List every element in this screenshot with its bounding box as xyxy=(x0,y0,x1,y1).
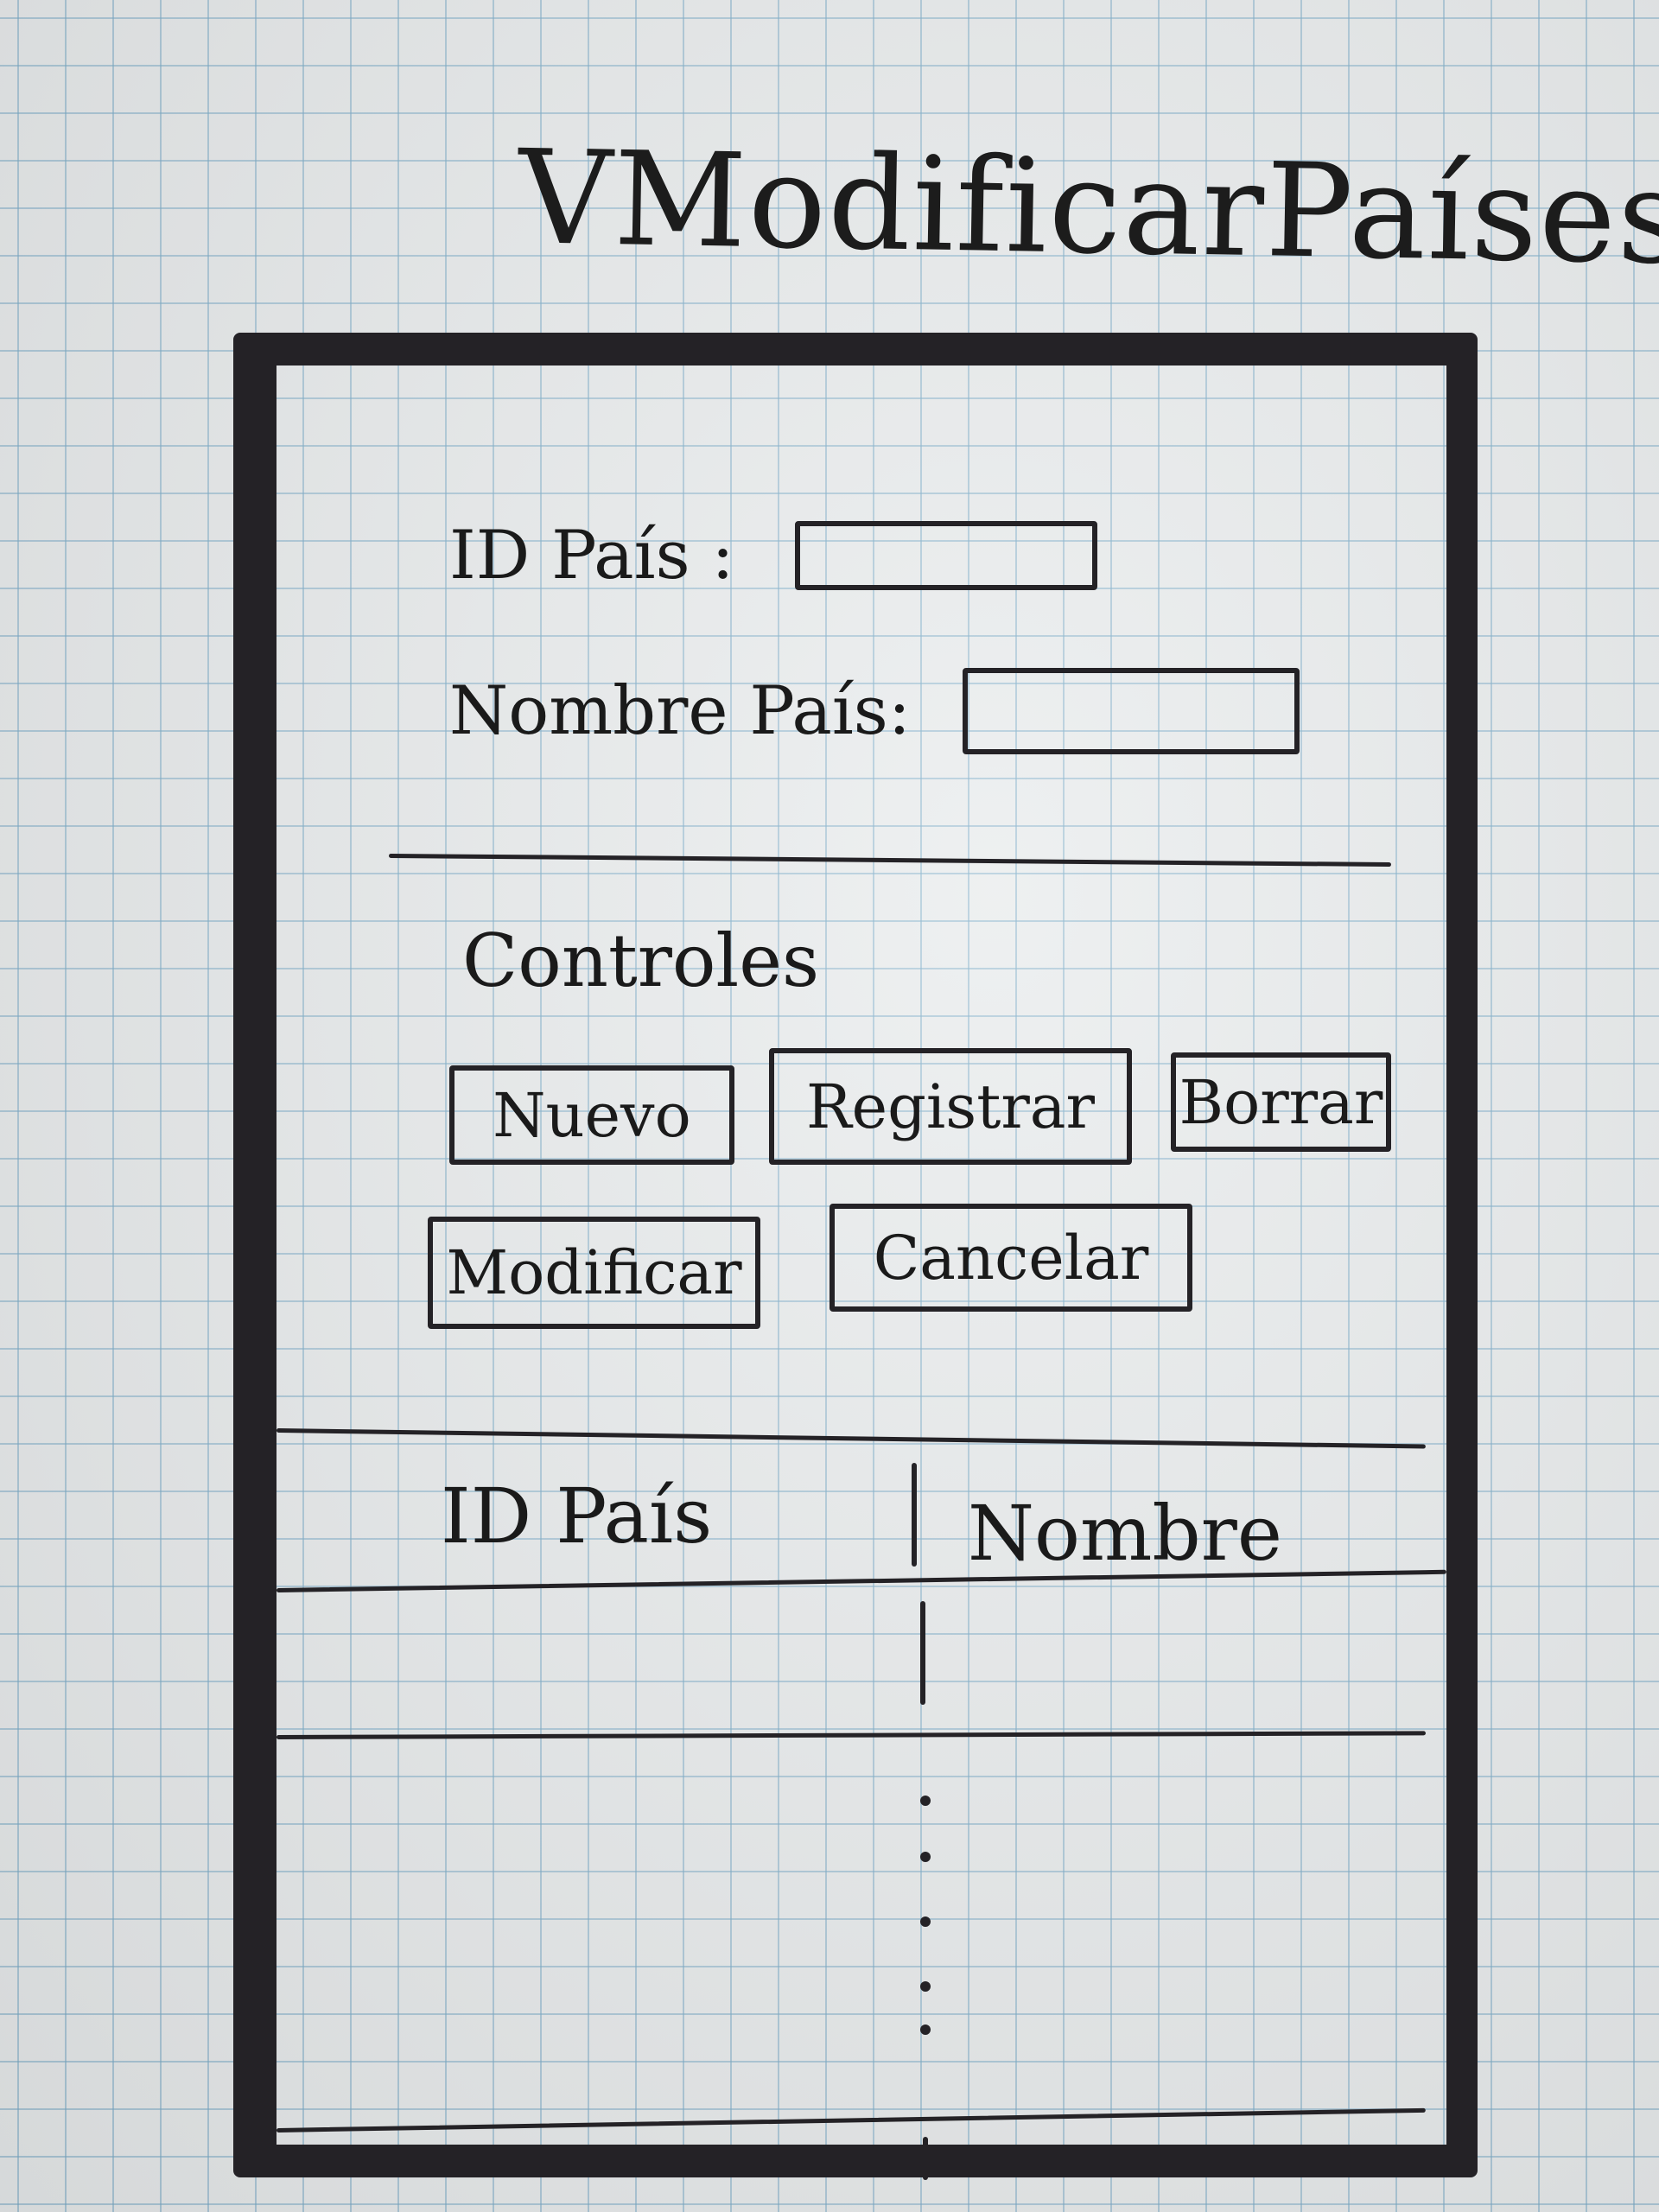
header-bottom-border xyxy=(276,1569,1446,1592)
cancelar-button[interactable]: Cancelar xyxy=(830,1204,1192,1312)
ellipsis-dot xyxy=(920,1916,931,1927)
borrar-button[interactable]: Borrar xyxy=(1171,1052,1391,1152)
controls-heading: Controles xyxy=(462,918,820,1003)
id-field-row: ID País : xyxy=(449,517,1097,594)
section-divider xyxy=(389,853,1391,868)
row-column-divider xyxy=(923,2137,928,2180)
column-header-id[interactable]: ID País xyxy=(441,1471,713,1560)
id-label: ID País : xyxy=(449,517,734,594)
column-header-name[interactable]: Nombre xyxy=(968,1489,1282,1578)
nuevo-button[interactable]: Nuevo xyxy=(449,1065,734,1165)
table-top-border xyxy=(276,1428,1426,1449)
ellipsis-dot xyxy=(920,1852,931,1862)
window-title: VModificarPaíses xyxy=(517,123,1659,294)
countries-table: ID País Nombre xyxy=(276,1428,1446,2180)
name-input[interactable] xyxy=(963,668,1300,754)
table-row-separator xyxy=(276,1731,1427,1739)
table-row-separator xyxy=(276,2107,1426,2133)
main-window: ID País : Nombre País: Controles Nuevo R… xyxy=(233,333,1478,2180)
modificar-button[interactable]: Modificar xyxy=(428,1217,760,1329)
ellipsis-dot xyxy=(920,1981,931,1992)
name-label: Nombre País: xyxy=(449,672,912,750)
name-field-row: Nombre País: xyxy=(449,668,1300,754)
ellipsis-dot xyxy=(920,2024,931,2035)
ellipsis-dot xyxy=(920,1796,931,1806)
registrar-button[interactable]: Registrar xyxy=(769,1048,1132,1165)
id-input[interactable] xyxy=(794,521,1097,590)
column-divider xyxy=(912,1463,917,1567)
row-column-divider xyxy=(920,1601,925,1705)
